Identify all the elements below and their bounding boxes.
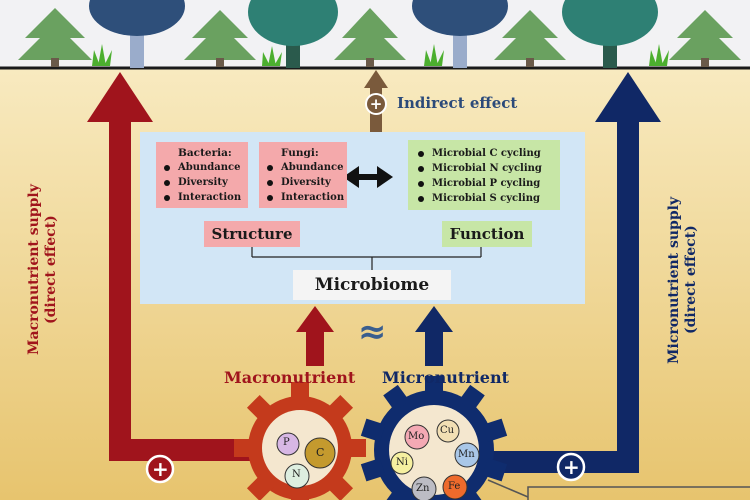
- fungi-item: Interaction: [267, 190, 347, 205]
- conifer-tree-icon: [669, 10, 741, 67]
- function-label-box: Function: [442, 221, 532, 247]
- macronutrient-supply-line1: Macronutrient supply: [26, 184, 42, 356]
- macro-element-N-label: N: [292, 469, 301, 480]
- micronutrient-label: Micronutrient: [382, 368, 509, 387]
- bacteria-title: Bacteria:: [178, 147, 232, 159]
- round-tree-icon: [412, 0, 508, 68]
- approx-symbol: ≈: [358, 312, 387, 352]
- micronutrient-supply-line1: Micronutrient supply: [666, 196, 682, 364]
- micro-element-Mo-label: Mo: [408, 431, 425, 442]
- inset-pointer-line: [487, 479, 529, 498]
- function-item: Microbial P cycling: [418, 176, 560, 191]
- macronutrient-up-arrow: [296, 306, 334, 366]
- function-item: Microbial S cycling: [418, 191, 560, 206]
- micronutrient-supply-arrow: [480, 118, 639, 473]
- micro-element-Fe: [442, 474, 468, 500]
- micro-element-Zn: [411, 476, 437, 500]
- conifer-tree-icon: [184, 10, 256, 67]
- macro-element-P: [276, 432, 300, 456]
- macronutrient-arrowhead: [87, 72, 153, 122]
- indirect-plus-icon: [365, 93, 387, 115]
- micro-element-Ni-label: Ni: [396, 457, 408, 468]
- fungi-title: Fungi:: [281, 147, 319, 159]
- round-tree-icon: [89, 0, 185, 68]
- structure-label-box: Structure: [204, 221, 300, 247]
- bacteria-box: Bacteria: Abundance Diversity Interactio…: [156, 142, 248, 208]
- macro-element-C-label: C: [316, 446, 325, 459]
- microbiome-label: Microbiome: [314, 275, 430, 295]
- bacteria-item: Diversity: [164, 175, 248, 190]
- micro-plus-icon: [556, 452, 586, 482]
- micro-element-Cu: [436, 419, 460, 443]
- macronutrient-supply-line2: (direct effect): [43, 215, 59, 325]
- macro-plus-sign: +: [152, 457, 169, 481]
- structure-function-bracket: [251, 242, 482, 270]
- micronutrient-supply-label: Micronutrient supply (direct effect): [666, 160, 706, 400]
- function-item: Microbial N cycling: [418, 161, 560, 176]
- double-arrow-icon: [343, 166, 393, 188]
- round-tree-icon: [248, 0, 338, 68]
- macro-element-P-label: P: [283, 437, 290, 448]
- micro-element-Mo: [404, 424, 430, 450]
- function-item: Microbial C cycling: [418, 146, 560, 161]
- microbiome-label-box: Microbiome: [293, 270, 451, 300]
- function-label: Function: [449, 225, 525, 243]
- fungi-item: Abundance: [267, 160, 347, 175]
- micro-plus-sign: +: [563, 455, 580, 479]
- macronutrient-supply-label: Macronutrient supply (direct effect): [26, 150, 66, 390]
- micro-element-Cu-label: Cu: [440, 425, 455, 436]
- conifer-tree-icon: [334, 8, 406, 67]
- indirect-plus-sign: +: [370, 95, 383, 113]
- macro-element-N: [284, 463, 310, 489]
- macro-element-C: [304, 437, 336, 469]
- micro-element-Ni: [390, 451, 414, 475]
- micro-element-Mn-label: Mn: [458, 449, 475, 460]
- micro-element-Fe-label: Fe: [448, 481, 461, 492]
- macro-plus-icon: [145, 454, 175, 484]
- indirect-effect-label: Indirect effect: [397, 94, 518, 112]
- indirect-effect-arrowhead: [364, 70, 388, 88]
- microbial-functions-box: Microbial C cycling Microbial N cycling …: [408, 140, 560, 210]
- grass-icon: [92, 44, 669, 66]
- fungi-item: Diversity: [267, 175, 347, 190]
- micro-element-Zn-label: Zn: [416, 483, 430, 494]
- macronutrient-supply-arrow: [109, 118, 250, 461]
- micronutrient-arrowhead: [595, 72, 661, 122]
- fungi-box: Fungi: Abundance Diversity Interaction: [259, 142, 347, 208]
- micronutrient-up-arrow: [415, 306, 453, 366]
- macronutrient-label: Macronutrient: [224, 368, 356, 387]
- micro-element-Mn: [454, 442, 480, 468]
- round-tree-icon: [562, 0, 658, 68]
- bacteria-item: Abundance: [164, 160, 248, 175]
- structure-label: Structure: [211, 225, 293, 243]
- conifer-tree-icon: [494, 10, 566, 67]
- bacteria-item: Interaction: [164, 190, 248, 205]
- micronutrient-supply-line2: (direct effect): [683, 225, 699, 335]
- conifer-tree-icon: [18, 8, 92, 67]
